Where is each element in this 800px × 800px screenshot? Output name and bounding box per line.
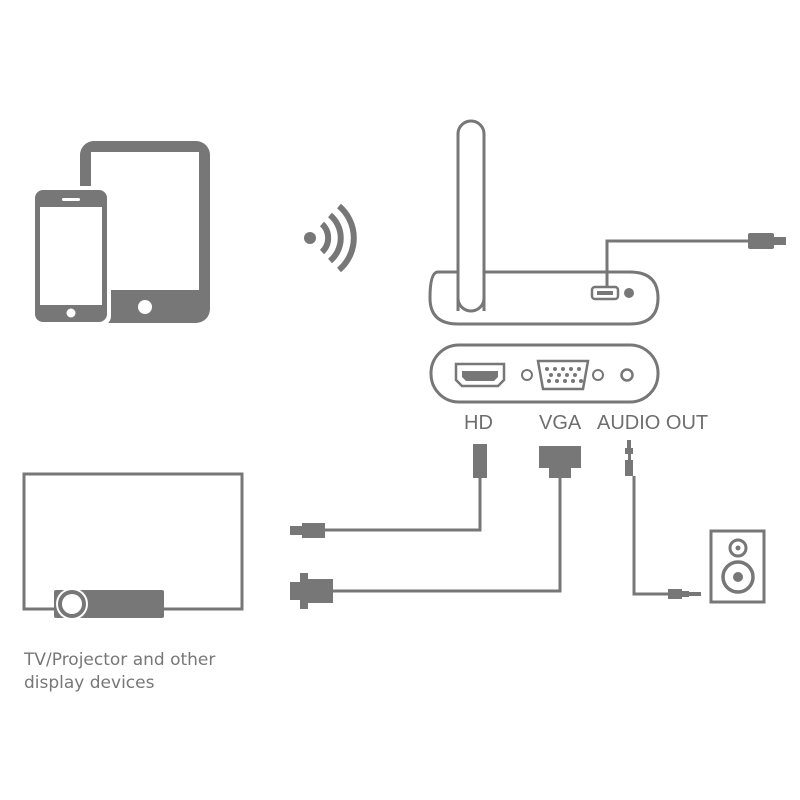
wifi-signal-icon (304, 203, 357, 273)
label-audio-out: AUDIO OUT (597, 412, 708, 434)
tv-screen-icon (22, 472, 244, 611)
projector-icon (54, 588, 164, 620)
usb-cable (605, 233, 786, 287)
label-vga: VGA (539, 412, 582, 434)
vga-cable (290, 446, 581, 609)
receiver-box-icon (428, 270, 660, 326)
label-hd: HD (464, 412, 493, 434)
caption-line-1: TV/Projector and other (24, 650, 216, 670)
antenna-icon (456, 119, 486, 313)
audio-cable (625, 440, 701, 599)
smartphone-icon (31, 186, 111, 326)
display-devices-caption: TV/Projector and other display devices (24, 649, 324, 695)
port-panel (429, 343, 660, 404)
speaker-icon (709, 529, 766, 604)
hdmi-cable (290, 444, 487, 538)
caption-line-2: display devices (24, 673, 155, 693)
